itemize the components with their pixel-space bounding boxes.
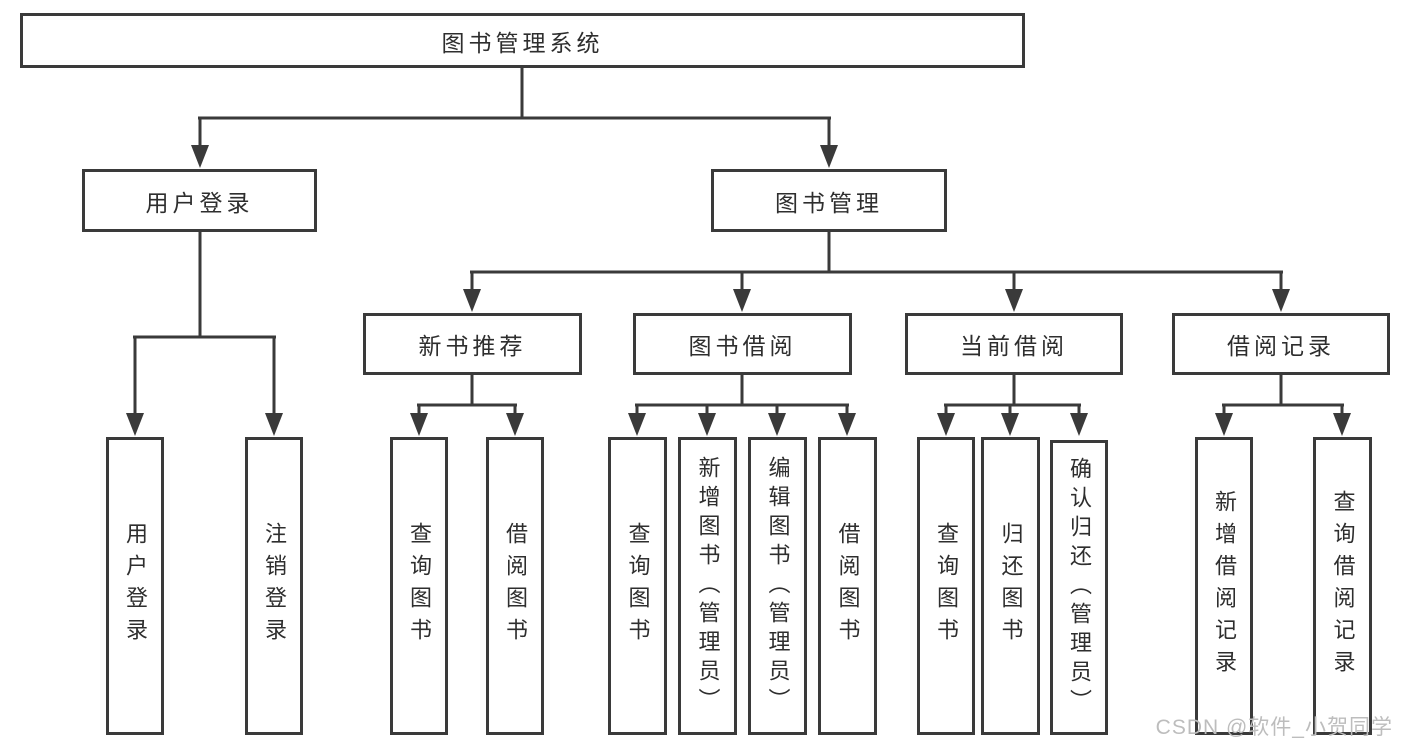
leaf-borrow-books-label: 借阅图书 [835, 522, 861, 650]
leaf-edit-book-admin-label: 编辑图书（管理员） [765, 455, 791, 717]
leaf-confirm-return-admin-label: 确认归还（管理员） [1067, 457, 1092, 718]
node-book-borrow-label: 图书借阅 [688, 333, 797, 359]
node-user-login-branch: 用户登录 [82, 169, 317, 232]
leaf-current-query-books: 查询图书 [917, 437, 975, 735]
csdn-watermark: CSDN @软件_小贺同学 [1155, 716, 1393, 739]
leaf-current-query-books-label: 查询图书 [934, 522, 959, 650]
leaf-recommend-borrow-books-label: 借阅图书 [503, 522, 528, 650]
leaf-return-books: 归还图书 [981, 437, 1040, 735]
node-book-management: 图书管理 [711, 169, 947, 232]
leaf-user-login-label: 用户登录 [123, 522, 148, 650]
leaf-logout-label: 注销登录 [262, 522, 287, 650]
leaf-recommend-borrow-books: 借阅图书 [486, 437, 544, 735]
node-borrow-records-label: 借阅记录 [1227, 333, 1335, 359]
leaf-borrow-books: 借阅图书 [818, 437, 877, 735]
leaf-query-borrow-record-label: 查询借阅记录 [1330, 490, 1356, 682]
node-current-borrow-label: 当前借阅 [960, 333, 1068, 359]
leaf-confirm-return-admin: 确认归还（管理员） [1050, 440, 1108, 735]
leaf-add-borrow-record-label: 新增借阅记录 [1212, 490, 1237, 682]
leaf-query-borrow-record: 查询借阅记录 [1313, 437, 1372, 735]
leaf-recommend-query-books: 查询图书 [390, 437, 448, 735]
leaf-edit-book-admin: 编辑图书（管理员） [748, 437, 807, 735]
leaf-borrow-query-books-label: 查询图书 [625, 522, 651, 650]
leaf-add-borrow-record: 新增借阅记录 [1195, 437, 1253, 735]
node-system-root: 图书管理系统 [20, 13, 1025, 68]
node-borrow-records: 借阅记录 [1172, 313, 1390, 375]
leaf-add-book-admin-label: 新增图书（管理员） [695, 455, 721, 717]
leaf-borrow-query-books: 查询图书 [608, 437, 667, 735]
node-current-borrow: 当前借阅 [905, 313, 1123, 375]
leaf-recommend-query-books-label: 查询图书 [407, 522, 432, 650]
node-book-management-label: 图书管理 [775, 189, 883, 216]
leaf-add-book-admin: 新增图书（管理员） [678, 437, 737, 735]
node-book-borrow: 图书借阅 [633, 313, 852, 375]
node-user-login-branch-label: 用户登录 [145, 189, 254, 216]
node-system-root-label: 图书管理系统 [441, 29, 604, 56]
node-new-book-recommend: 新书推荐 [363, 313, 582, 375]
leaf-return-books-label: 归还图书 [998, 522, 1024, 650]
leaf-logout: 注销登录 [245, 437, 303, 735]
node-new-book-recommend-label: 新书推荐 [418, 333, 527, 359]
leaf-user-login: 用户登录 [106, 437, 164, 735]
